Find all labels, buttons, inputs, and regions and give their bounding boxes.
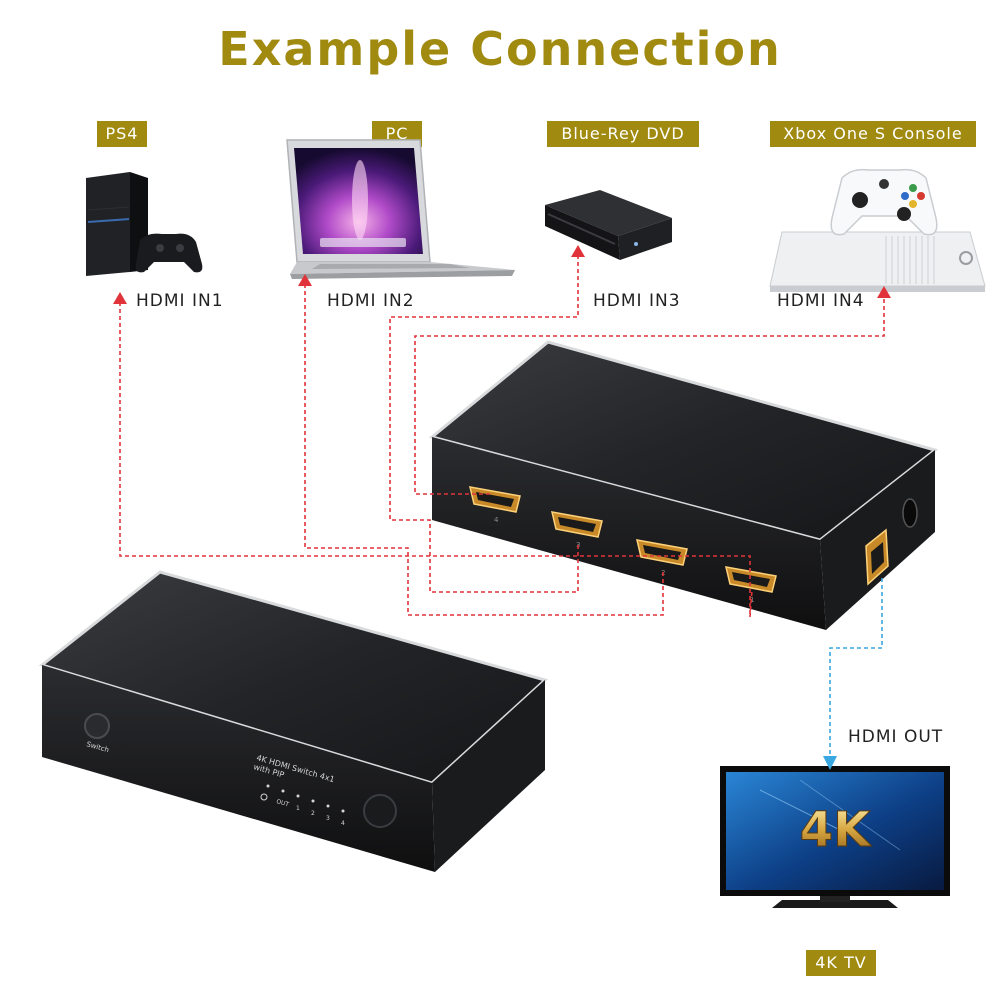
channel-leds <box>266 784 345 813</box>
hdmi-port-3 <box>551 511 603 538</box>
port-number-1: 1 <box>750 596 754 604</box>
xbox-console-icon <box>769 168 986 292</box>
hdmi-out-port <box>865 528 889 586</box>
hdmi-port-1 <box>725 566 777 593</box>
laptop-icon <box>286 139 515 279</box>
pc-to-in2-line <box>304 284 664 616</box>
bluray-player-icon <box>545 190 672 260</box>
dvd-to-in3-line <box>389 255 579 593</box>
page-title: Example Connection <box>218 22 782 76</box>
xbox-to-in4-line <box>414 292 885 495</box>
out-arrowhead <box>823 756 837 770</box>
dvd-label: Blue-Rey DVD <box>547 121 699 147</box>
ps4-console-icon <box>86 172 203 276</box>
ps4-to-in1-line <box>119 302 753 618</box>
xbox-label: Xbox One S Console <box>770 121 976 147</box>
input-connections <box>119 255 885 618</box>
hdmi-switch-rear: 4 3 2 1 <box>428 340 939 630</box>
output-connection <box>823 578 883 770</box>
hdmi-in2-label: HDMI IN2 <box>327 291 415 311</box>
hdmi-in4-label: HDMI IN4 <box>777 291 865 311</box>
ps4-label: PS4 <box>97 121 147 147</box>
out-led-label: OUT <box>275 798 290 808</box>
tv-icon <box>720 766 950 908</box>
hdmi-switch-front <box>38 570 549 872</box>
switch-button[interactable] <box>84 713 110 739</box>
ir-sensor <box>363 794 397 828</box>
channel-label-2: 2 <box>311 810 315 817</box>
input-arrowheads <box>113 245 891 304</box>
power-icon <box>260 793 268 801</box>
hdmi-in1-label: HDMI IN1 <box>136 291 224 311</box>
hdmi-out-label: HDMI OUT <box>848 727 944 747</box>
channel-label-1: 1 <box>296 805 300 812</box>
tv-screen-logo: 4K <box>800 802 872 858</box>
tv-label: 4K TV <box>806 950 876 976</box>
channel-label-3: 3 <box>326 815 330 822</box>
hdmi-in3-label: HDMI IN3 <box>593 291 681 311</box>
out-to-tv-line <box>829 578 883 760</box>
dc-power-jack <box>902 498 918 528</box>
channel-label-4: 4 <box>341 820 345 827</box>
port-number-4: 4 <box>494 516 499 524</box>
